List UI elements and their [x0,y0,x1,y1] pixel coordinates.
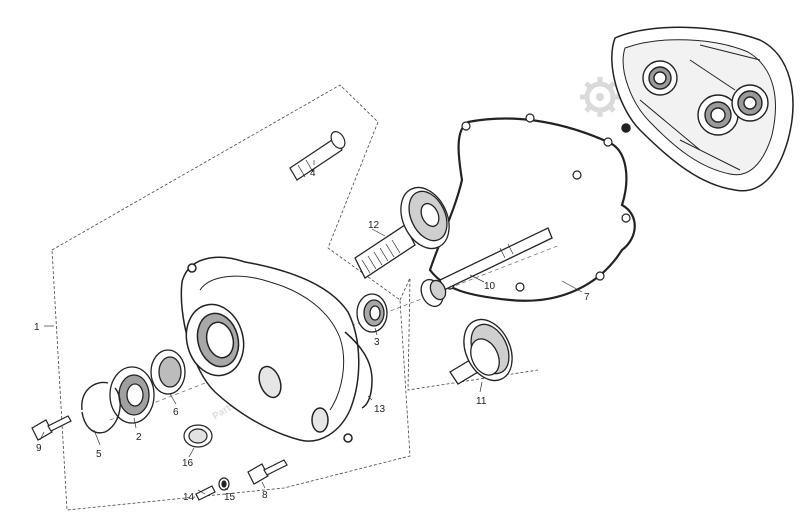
part-transmission-cover [180,256,360,443]
part-crankcase-housing [611,26,794,192]
part-screw-14 [195,485,216,501]
part-primary-shaft-gear [354,186,450,279]
part-plug-16 [183,424,213,448]
callout-4: 4 [310,168,316,179]
part-intermediate-gear [449,318,513,385]
callout-7: 7 [584,292,590,303]
part-wire-spring [344,331,373,409]
part-secondary-shaft [420,227,553,308]
part-bearing-2 [109,366,155,424]
part-bearing-3 [356,293,388,333]
callout-11: 11 [476,396,487,407]
callout-14: 14 [183,492,195,503]
callout-8: 8 [262,490,268,501]
part-washer-15 [218,477,230,491]
callout-15: 15 [224,492,236,503]
part-circlip-5 [81,381,121,434]
callout-16: 16 [182,458,194,469]
watermark-gear-icon [580,77,620,117]
part-bolt-9 [31,415,72,441]
callout-13: 13 [374,404,386,415]
callout-12: 12 [368,220,380,231]
callout-9: 9 [36,443,42,454]
callout-10: 10 [484,281,496,292]
callout-3: 3 [374,337,380,348]
callout-2: 2 [136,432,142,443]
group-bracket-shafts [399,277,539,391]
part-bolt-8 [247,459,288,485]
part-seal-6 [150,349,186,395]
part-pin [289,131,346,181]
callout-1: 1 [34,322,40,333]
callout-5: 5 [96,449,102,460]
group-bracket-1 [51,84,411,511]
callout-6: 6 [173,407,179,418]
leader-lines [39,160,583,495]
